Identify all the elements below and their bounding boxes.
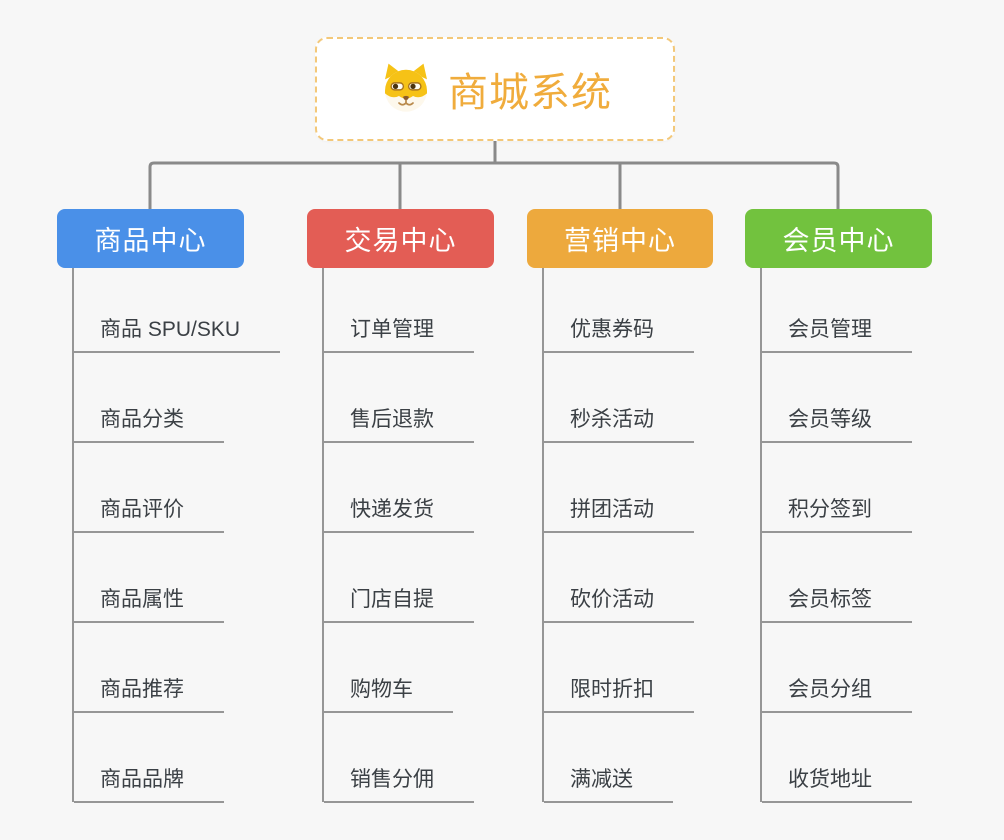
tree-item[interactable]: 会员管理	[762, 268, 912, 353]
tree-item[interactable]: 收货地址	[762, 713, 912, 803]
root-node[interactable]: 商城系统	[315, 37, 675, 141]
branch-items-trade-center: 订单管理 售后退款 快递发货 门店自提 购物车 销售分佣	[322, 268, 474, 803]
branch-rail-line	[148, 161, 840, 209]
tree-item[interactable]: 商品分类	[74, 353, 224, 443]
branch-label: 交易中心	[344, 226, 457, 256]
root-title: 商城系统	[448, 71, 612, 115]
branch-node-marketing-center[interactable]: 营销中心	[527, 209, 713, 268]
branch-items-marketing-center: 优惠券码 秒杀活动 拼团活动 砍价活动 限时折扣 满减送	[542, 268, 694, 803]
tree-item[interactable]: 商品评价	[74, 443, 224, 533]
tree-item[interactable]: 限时折扣	[544, 623, 694, 713]
tree-item[interactable]: 会员分组	[762, 623, 912, 713]
branch-label: 营销中心	[564, 226, 676, 256]
tree-item[interactable]: 商品品牌	[74, 713, 224, 803]
tree-item[interactable]: 会员标签	[762, 533, 912, 623]
tree-item[interactable]: 订单管理	[324, 268, 474, 353]
branch-items-product-center: 商品 SPU/SKU 商品分类 商品评价 商品属性 商品推荐 商品品牌	[72, 268, 281, 803]
branch-label: 会员中心	[782, 226, 895, 256]
tree-item[interactable]: 购物车	[324, 623, 453, 713]
branch-items-member-center: 会员管理 会员等级 积分签到 会员标签 会员分组 收货地址	[760, 268, 912, 803]
tree-item[interactable]: 积分签到	[762, 443, 912, 533]
tree-item[interactable]: 售后退款	[324, 353, 474, 443]
tree-item[interactable]: 销售分佣	[324, 713, 474, 803]
tree-item[interactable]: 优惠券码	[544, 268, 694, 353]
branch-label: 商品中心	[94, 226, 207, 256]
branch-node-product-center[interactable]: 商品中心	[57, 209, 244, 268]
tree-item[interactable]: 秒杀活动	[544, 353, 694, 443]
tree-item[interactable]: 会员等级	[762, 353, 912, 443]
branch-node-member-center[interactable]: 会员中心	[745, 209, 932, 268]
tree-item[interactable]: 商品推荐	[74, 623, 224, 713]
tree-item[interactable]: 拼团活动	[544, 443, 694, 533]
tree-item[interactable]: 门店自提	[324, 533, 474, 623]
dog-face-icon	[385, 63, 427, 112]
branch-node-trade-center[interactable]: 交易中心	[307, 209, 494, 268]
tree-item[interactable]: 砍价活动	[544, 533, 694, 623]
tree-item[interactable]: 商品属性	[74, 533, 224, 623]
tree-item[interactable]: 满减送	[544, 713, 673, 803]
tree-item[interactable]: 商品 SPU/SKU	[74, 268, 281, 353]
tree-item[interactable]: 快递发货	[324, 443, 474, 533]
